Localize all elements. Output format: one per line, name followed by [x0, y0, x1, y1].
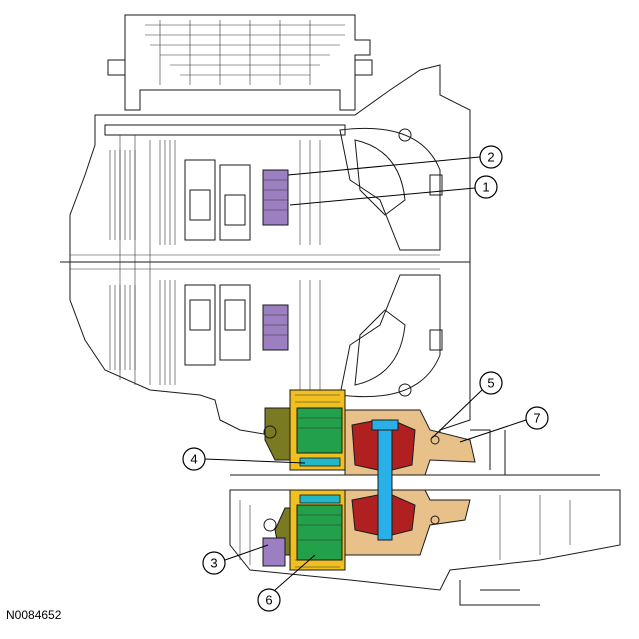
callout-label-6: 6	[265, 593, 272, 608]
callout-label-2: 2	[487, 150, 494, 165]
callout-6: 6	[257, 554, 316, 612]
figure-id-label: N0084652	[6, 608, 62, 622]
transmission-housing	[60, 14, 471, 471]
purple-gear-component	[262, 169, 289, 351]
callout-label-7: 7	[533, 411, 540, 426]
callout-label-4: 4	[190, 452, 197, 467]
callout-3: 3	[202, 544, 269, 575]
callout-label-1: 1	[482, 180, 489, 195]
callout-5: 5	[431, 371, 503, 439]
callout-4: 4	[182, 447, 306, 471]
callout-7: 7	[459, 406, 549, 443]
callout-label-5: 5	[487, 376, 494, 391]
callout-label-3: 3	[210, 556, 217, 571]
callout-2: 2	[287, 145, 503, 176]
differential-assembly	[229, 389, 621, 606]
callout-1: 1	[289, 175, 498, 206]
